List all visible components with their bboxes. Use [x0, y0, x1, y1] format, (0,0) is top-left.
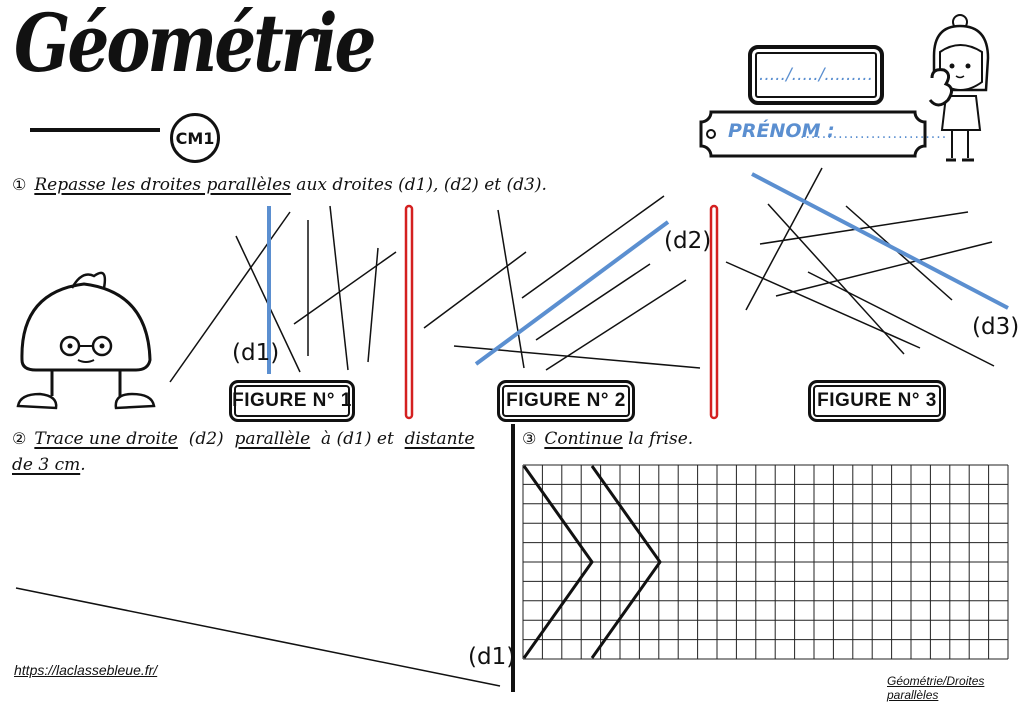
figure3-lines: [725, 167, 995, 367]
exercise3-instruction-underlined: Continue: [544, 429, 623, 449]
exercise2-w4: à (d1) et: [321, 429, 394, 449]
exercise2-instruction: ② Trace une droite (d2) parallèle à (d1) …: [12, 429, 475, 476]
exercise1-instruction-underlined: Repasse les droites parallèles: [34, 175, 291, 195]
figure3-label: FIGURE N° 3: [808, 380, 946, 422]
exercise1-instruction-rest: aux droites (d1), (d2) et (d3).: [290, 175, 547, 195]
page-title: Géométrie: [14, 0, 377, 91]
figure3-d3-line[interactable]: [751, 172, 1009, 310]
exercise2-w2: (d2): [188, 429, 224, 449]
figure2-lines: [423, 195, 701, 371]
vertical-divider: [511, 424, 515, 692]
figure3-line-label: (d3): [972, 314, 1020, 340]
footer-reference: Géométrie/Droites parallèles: [887, 674, 985, 702]
footer-url[interactable]: https://laclassebleue.fr/: [14, 662, 158, 678]
figure1-lines: [169, 205, 397, 383]
figure1-label: FIGURE N° 1: [229, 380, 355, 422]
exercise2-w3: parallèle: [234, 429, 311, 449]
exercise1-instruction: ① Repasse les droites parallèles aux droi…: [12, 172, 547, 198]
name-label: PRÉNOM :: [728, 120, 835, 142]
frieze-grid[interactable]: [522, 464, 1009, 660]
exercise1-number: ①: [12, 175, 27, 194]
separator-red-2: [709, 204, 719, 420]
exercise2-line-label: (d1): [468, 644, 516, 670]
date-field[interactable]: ...../...../.........: [748, 45, 884, 105]
exercise3-instruction-rest: la frise.: [622, 429, 694, 449]
title-underline: [30, 128, 160, 132]
separator-red-1: [404, 204, 414, 420]
exercise2-w1: Trace une droite: [34, 429, 178, 449]
name-field[interactable]: ...........................: [800, 126, 948, 142]
girl-holding-3-icon: [928, 14, 990, 162]
figure2-label: FIGURE N° 2: [497, 380, 635, 422]
exercise2-number: ②: [12, 429, 27, 448]
frieze-chevron-2: [590, 465, 662, 659]
frieze-chevron-1: [522, 465, 594, 659]
exercise2-w6: de 3 cm: [12, 455, 81, 476]
exercise3-instruction: ③ Continue la frise.: [522, 426, 693, 452]
level-badge: CM1: [170, 113, 220, 163]
figure2-line-label: (d2): [664, 228, 712, 254]
exercise2-w5: distante: [404, 429, 475, 449]
figure2-d2-line[interactable]: [474, 220, 670, 366]
exercise2-d1-line: [15, 587, 501, 687]
figure1-line-label: (d1): [232, 340, 280, 366]
mascot-with-glasses-icon: [16, 271, 156, 410]
exercise3-number: ③: [522, 429, 537, 448]
name-plate: [699, 110, 927, 158]
